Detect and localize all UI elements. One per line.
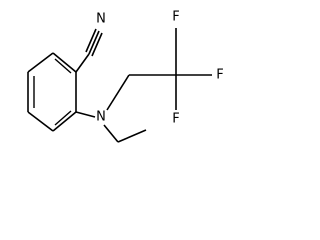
ring-to-nitrile-carbon-bond <box>75 53 90 73</box>
amine-to-ch2-bond <box>106 74 130 111</box>
ring-to-amine-bond <box>75 111 96 118</box>
nitrile-triple-bond-3 <box>91 32 103 57</box>
ring-bond-2 <box>27 111 54 132</box>
nitrile-triple-bond-2 <box>88 30 100 55</box>
ethyl-bond <box>117 129 147 143</box>
amine-to-ethyl-bond <box>103 124 119 143</box>
fluorine-label-bottom: F <box>172 112 179 127</box>
ring-bond-5 <box>52 52 77 73</box>
ring-bond-3 <box>52 111 77 132</box>
ring-bond-6 <box>27 52 54 73</box>
fluorine-label-top: F <box>172 10 179 25</box>
amine-nitrogen-label: N <box>96 110 106 125</box>
nitrile-nitrogen-label: N <box>96 12 106 27</box>
molecule-structure: N N F F F <box>27 10 224 143</box>
ring-double-bond-top <box>54 58 72 74</box>
nitrile-triple-bond-1 <box>85 28 97 53</box>
fluorine-label-right: F <box>216 68 223 83</box>
ring-double-bond-bottom <box>54 110 72 126</box>
